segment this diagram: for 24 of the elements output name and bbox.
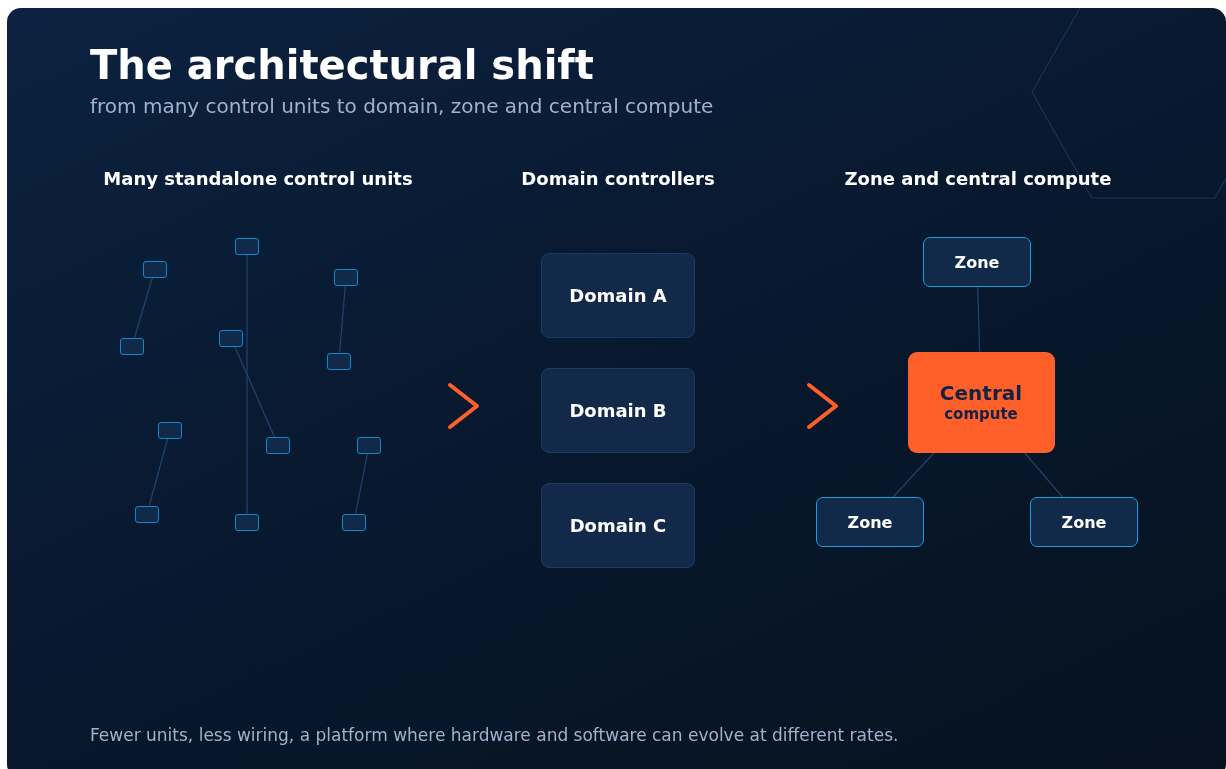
connector-line — [1023, 451, 1064, 498]
connector-line — [148, 437, 169, 507]
column-heading: Zone and central compute — [844, 168, 1112, 189]
central-compute-box — [907, 351, 1055, 453]
connector-line — [133, 276, 154, 339]
domain-box: Domain A — [541, 252, 695, 338]
title: The architectural shift — [90, 42, 594, 88]
node-subtext: compute — [944, 405, 1018, 423]
connector-line — [234, 345, 275, 438]
subtitle: from many control units to domain, zone and central compute — [90, 94, 714, 118]
zone-box: Zone — [816, 497, 924, 547]
column-heading: Domain controllers — [521, 168, 715, 189]
connector-line — [355, 452, 368, 515]
connector-line — [977, 286, 981, 353]
domain-box: Domain C — [541, 482, 695, 568]
connector-line — [246, 253, 248, 515]
zone-box: Zone — [923, 237, 1031, 287]
domain-box: Domain B — [541, 367, 695, 453]
footer-note: Fewer units, less wiring, a platform where hardware and software can evolve at different rates. — [90, 725, 899, 745]
connector-line — [892, 451, 935, 498]
connector-line — [339, 284, 346, 354]
column-heading: Many standalone control units — [103, 168, 413, 189]
zone-box: Zone — [1030, 497, 1138, 547]
node-heading: Central — [939, 381, 1023, 405]
